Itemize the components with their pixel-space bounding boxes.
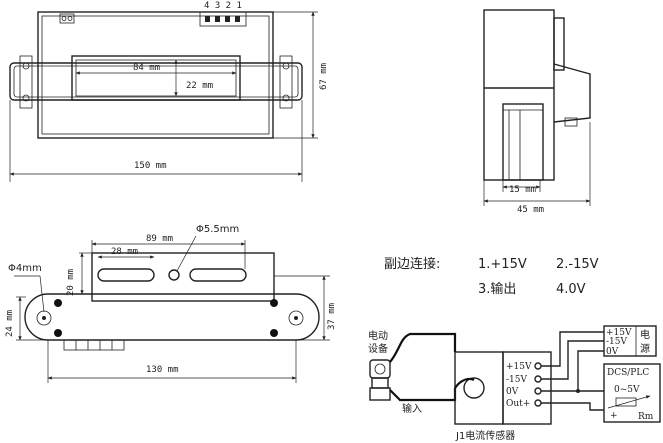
wire-out	[541, 402, 604, 411]
screw-icon	[22, 62, 30, 70]
connection-title: 副边连接:	[384, 256, 440, 272]
plc-label: DCS/PLC	[607, 368, 649, 378]
screw-icon	[282, 94, 290, 102]
ps-m15: -15V	[606, 337, 627, 347]
connection-legend: 副边连接: 1.+15V 2.-15V 3.输出 4.0V	[384, 256, 599, 297]
ps-label-2: 源	[640, 342, 650, 355]
resistor-icon	[615, 397, 637, 407]
wire-m15	[541, 340, 604, 380]
dim-28mm: 28 mm	[111, 247, 138, 257]
mounting-bracket	[91, 252, 275, 302]
ps-p15: +15V	[606, 328, 632, 338]
motor-icon	[369, 359, 391, 401]
terminal-icon	[59, 13, 75, 24]
slot-right	[189, 268, 247, 282]
terminal-strip	[63, 339, 125, 351]
input-label: 输入	[402, 402, 422, 415]
plc-rm: Rm	[638, 412, 654, 422]
side-slot	[502, 103, 544, 181]
dim-hole-4mm: Φ4mm	[8, 263, 42, 274]
dim-hole-5-5mm: Φ5.5mm	[196, 224, 239, 235]
term-out: Out+	[506, 399, 530, 409]
dim-37mm: 37 mm	[327, 303, 337, 330]
screw-icon	[282, 62, 290, 70]
ps-label-1: 电	[640, 328, 650, 341]
front-window	[71, 55, 241, 101]
pin-numbers: 4 3 2 1	[204, 1, 242, 11]
mount-hole	[168, 269, 180, 281]
device-label-2: 设备	[368, 342, 388, 355]
dim-89mm: 89 mm	[146, 234, 173, 244]
connector-block	[199, 11, 247, 27]
device-label-1: 电动	[368, 329, 388, 342]
dim-20mm: 20 mm	[66, 269, 76, 296]
front-view: 4 3 2 1 84 mm 22 mm 67 mm 150 mm	[9, 1, 329, 182]
term-m15: -15V	[506, 375, 527, 385]
sensor-terminal-block	[502, 351, 552, 425]
slot-left	[97, 268, 155, 282]
wire-p15	[541, 331, 604, 367]
wiring-diagram: 电动 设备 输入 J1电流传感器 +15V -15V 0V Out+ +15V …	[368, 325, 661, 442]
dim-67mm: 67 mm	[319, 63, 329, 90]
side-view: 15 mm 45 mm	[483, 9, 591, 215]
connection-pin4: 4.0V	[556, 282, 586, 297]
dim-150mm: 150 mm	[134, 161, 167, 171]
terminal-screw-icon	[534, 399, 542, 407]
dim-130mm: 130 mm	[146, 365, 179, 375]
dim-22mm: 22 mm	[186, 81, 213, 91]
dim-84mm: 84 mm	[133, 63, 160, 73]
front-housing	[37, 11, 274, 139]
connection-pin2: 2.-15V	[556, 257, 599, 272]
wire-0v	[541, 350, 604, 392]
plc-box	[603, 363, 661, 423]
terminal-screw-icon	[534, 375, 542, 383]
sensor-window-icon	[463, 377, 485, 399]
connection-pin3: 3.输出	[478, 281, 516, 297]
dim-15mm: 15 mm	[509, 185, 536, 195]
dim-45mm: 45 mm	[517, 205, 544, 215]
sensor-label: J1电流传感器	[455, 429, 515, 442]
sensor-body	[454, 351, 504, 425]
dim-24mm: 24 mm	[5, 310, 15, 337]
plc-plus: +	[610, 411, 618, 421]
plc-range: 0~5V	[614, 385, 640, 395]
screw-icon	[22, 94, 30, 102]
terminal-screw-icon	[534, 387, 542, 395]
ps-0v: 0V	[606, 347, 619, 357]
bottom-view: 89 mm Φ5.5mm 28 mm 20 mm Φ4mm 24 mm 37 m…	[5, 224, 337, 383]
cable-top	[389, 332, 457, 363]
term-p15: +15V	[506, 362, 532, 372]
cable-bottom	[389, 388, 457, 402]
connection-pin1: 1.+15V	[478, 257, 527, 272]
terminal-screw-icon	[534, 362, 542, 370]
term-0v: 0V	[506, 387, 519, 397]
